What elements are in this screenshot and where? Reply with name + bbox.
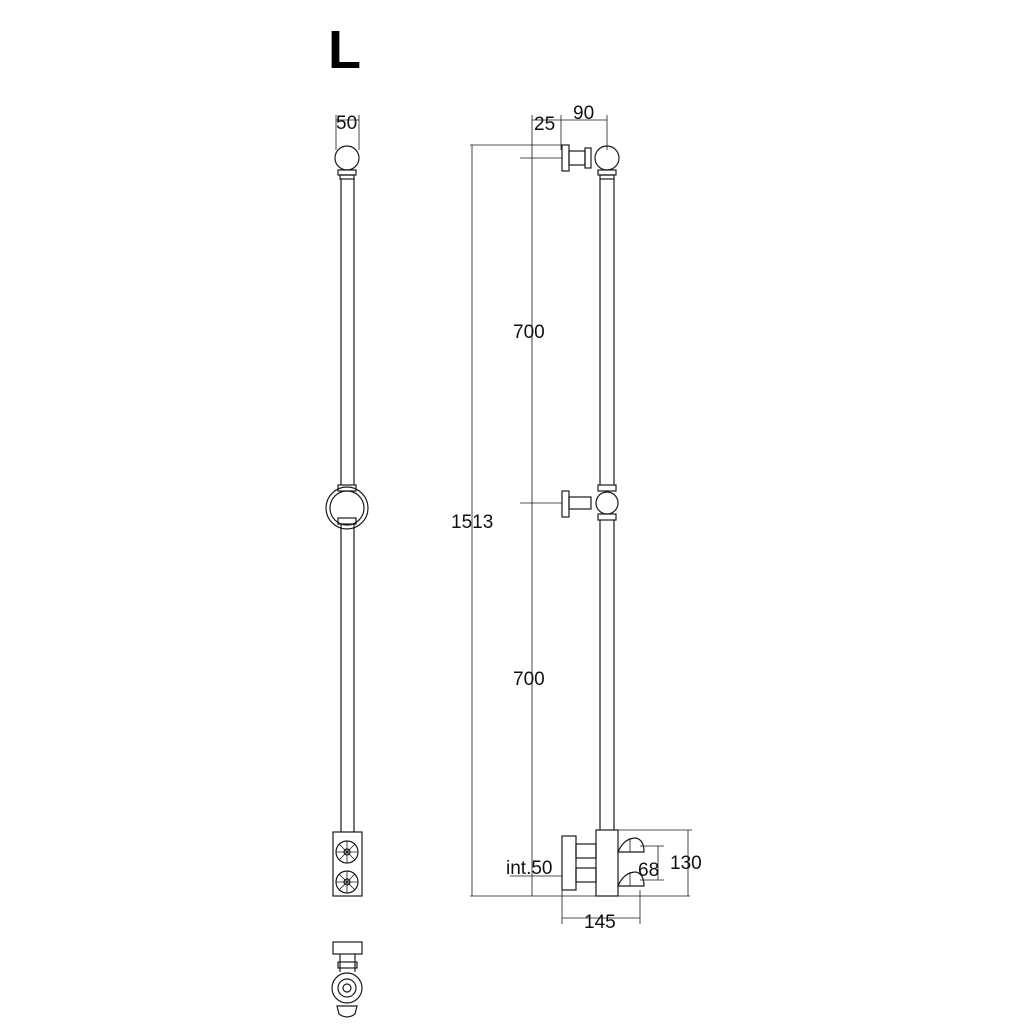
top-bracket-nut: [584, 147, 592, 169]
side-top-collar-2: [599, 174, 615, 180]
side-top-collar-1: [597, 169, 617, 176]
front-valve-block: [332, 831, 363, 897]
dim-offset-depth: 90: [573, 103, 594, 124]
plan-tube-mid: [337, 978, 357, 998]
top-bracket-flange: [561, 144, 570, 172]
dim-lower-spacing: 700: [513, 669, 545, 690]
front-view: 50: [325, 113, 369, 897]
top-bracket-arm: [568, 150, 586, 166]
side-valve-handle-lower: [617, 871, 645, 887]
side-mid-collar-top: [597, 484, 617, 492]
side-mid-ball: [595, 491, 619, 515]
front-valve-lower: [335, 870, 359, 894]
side-bottom-flange: [561, 835, 577, 891]
front-valve-upper: [335, 840, 359, 864]
plan-tube-outer: [331, 972, 363, 1004]
drawing-title: L: [328, 20, 361, 80]
dim-total-height: 1513: [451, 512, 493, 533]
dim-offset-small: 25: [534, 114, 555, 135]
dim-block-height: 130: [670, 853, 702, 874]
side-valve-body: [595, 829, 619, 897]
front-mid-ring-inner: [329, 490, 365, 526]
front-top-cap: [334, 145, 360, 171]
front-mid-ring-outer: [325, 486, 369, 530]
plan-bottom-valve: [336, 1005, 358, 1018]
dim-side-width: 50: [336, 113, 357, 134]
side-view: 25 90 1513 700 700: [451, 103, 702, 933]
plan-tube-inner: [342, 983, 352, 993]
dim-valve-spacing: 68: [638, 860, 659, 881]
dim-inlet: int.50: [506, 858, 552, 879]
mid-bracket-flange: [561, 490, 570, 518]
side-bottom-pipe-upper: [575, 843, 597, 859]
front-top-collar-2: [339, 174, 355, 180]
side-bottom-pipe-lower: [575, 867, 597, 883]
mid-bracket-arm: [568, 496, 592, 510]
plan-view: [331, 941, 363, 1018]
side-mid-collar-bottom: [597, 513, 617, 521]
dim-block-width: 145: [584, 912, 616, 933]
front-mid-collar-bottom: [337, 517, 357, 525]
plan-stem-collar: [337, 961, 358, 969]
dim-upper-spacing: 700: [513, 322, 545, 343]
side-valve-handle-upper: [617, 837, 645, 853]
front-top-collar-1: [337, 169, 357, 176]
plan-wall-flange: [332, 941, 363, 955]
